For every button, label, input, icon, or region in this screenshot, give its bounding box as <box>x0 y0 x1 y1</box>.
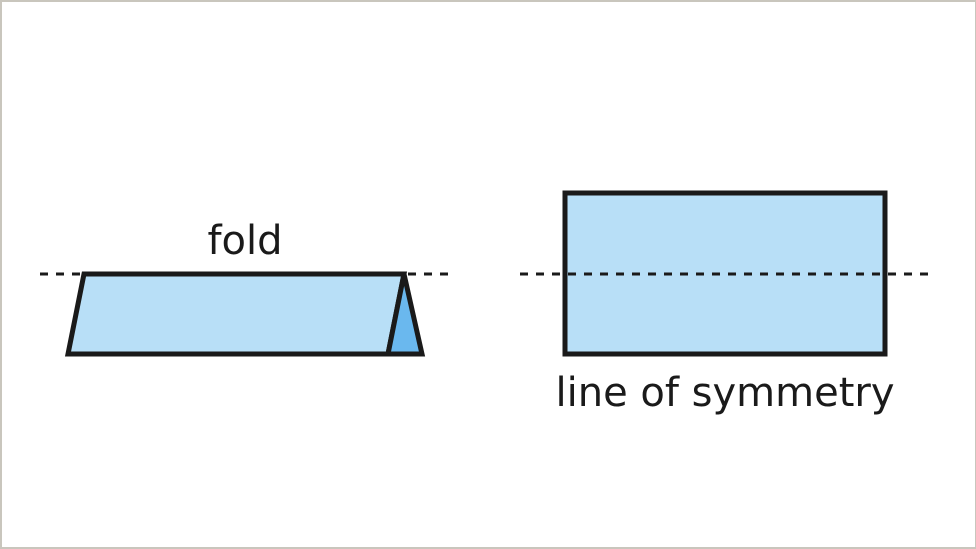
unfolded-rectangle <box>562 190 888 357</box>
fold-label: fold <box>207 218 282 264</box>
folded-paper-front <box>64 271 408 357</box>
unfolded-paper: line of symmetry <box>520 190 932 416</box>
folded-paper-flap <box>384 273 426 357</box>
folded-paper: fold <box>40 218 452 357</box>
symmetry-label: line of symmetry <box>555 370 894 416</box>
